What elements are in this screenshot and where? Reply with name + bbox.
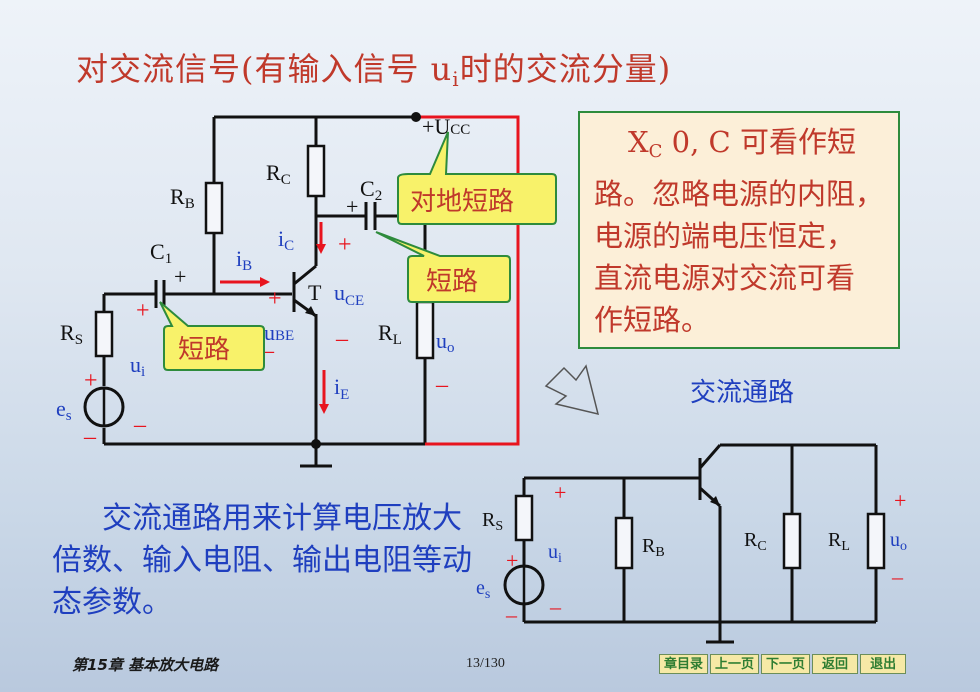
ui-plus: + <box>136 298 150 324</box>
svg-text:uo: uo <box>890 529 907 554</box>
svg-text:uo: uo <box>436 328 455 356</box>
c2-label: C <box>360 176 375 201</box>
nav-next-button[interactable]: 下一页 <box>761 654 811 674</box>
ube-label: u <box>264 320 275 345</box>
note-box: XC 0, C 可看作短 路。忽略电源的内阻， 电源的端电压恒定， 直流电源对交… <box>578 111 900 349</box>
rb-label: R <box>170 184 185 209</box>
nav-back-button[interactable]: 返回 <box>812 654 859 674</box>
ui-minus: – <box>133 412 147 438</box>
svg-text:RC: RC <box>266 160 291 188</box>
svg-text:–: – <box>891 564 904 589</box>
svg-text:+UCC: +UCC <box>422 114 470 139</box>
c2-plus: + <box>346 194 358 219</box>
nav-bar: 章目录 上一页 下一页 返回 退出 <box>659 654 907 674</box>
rc-label: R <box>266 160 281 185</box>
nav-chapter-toc-button[interactable]: 章目录 <box>659 654 709 674</box>
svg-text:es: es <box>476 577 490 602</box>
svg-text:–: – <box>505 602 518 627</box>
ic-label: i <box>278 226 284 251</box>
svg-text:+: + <box>554 480 566 505</box>
svg-text:RS: RS <box>482 509 503 534</box>
svg-text:uCE: uCE <box>334 280 364 309</box>
svg-text:RL: RL <box>378 320 402 348</box>
svg-text:iE: iE <box>334 374 349 403</box>
svg-text:RB: RB <box>170 184 195 212</box>
ib-label: i <box>236 246 242 271</box>
body-text: 交流通路用来计算电压放大倍数、输入电阻、输出电阻等动态参数。 <box>52 501 472 620</box>
ac-equivalent-circuit: RS RB RC RL ui es uo + + – – + – <box>476 443 907 644</box>
svg-text:RB: RB <box>642 535 665 560</box>
svg-text:短路: 短路 <box>178 335 230 364</box>
uce-label: u <box>334 280 345 305</box>
svg-text:ui: ui <box>548 541 562 566</box>
callout-short-c2: 短路 <box>375 231 511 303</box>
svg-text:uBE: uBE <box>264 320 294 345</box>
callout-short-c1: 短路 <box>159 301 265 371</box>
svg-text:短路: 短路 <box>426 267 478 296</box>
page-number: 13/130 <box>466 656 505 671</box>
svg-text:es: es <box>56 396 72 424</box>
rs-label: R <box>60 320 75 345</box>
uo-minus: – <box>435 372 449 398</box>
svg-text:RS: RS <box>60 320 83 348</box>
slide-title: 对交流信号(有输入信号 ui时的交流分量) <box>76 50 672 91</box>
c1-label: C <box>150 239 165 264</box>
ie-label: i <box>334 374 340 399</box>
svg-text:+: + <box>506 548 518 573</box>
ube-plus: + <box>268 286 282 312</box>
svg-text:iC: iC <box>278 226 294 254</box>
svg-text:C1: C1 <box>150 239 172 267</box>
c1-plus: + <box>174 264 186 289</box>
transition-arrow-icon <box>544 364 600 416</box>
svg-text:+: + <box>894 488 906 513</box>
svg-text:ui: ui <box>130 352 145 380</box>
svg-text:C2: C2 <box>360 176 382 204</box>
rl-label: R <box>378 320 393 345</box>
transistor-label: T <box>308 280 322 305</box>
callout-ground-short: 对地短路 <box>397 131 557 225</box>
uce-minus: – <box>335 326 349 352</box>
es-minus: – <box>83 424 97 450</box>
svg-text:RC: RC <box>744 529 767 554</box>
nav-exit-button[interactable]: 退出 <box>860 654 907 674</box>
ui-label: u <box>130 352 141 377</box>
es-plus: + <box>84 368 98 394</box>
es-label: e <box>56 396 66 421</box>
nav-prev-button[interactable]: 上一页 <box>710 654 760 674</box>
uo-label: u <box>436 328 447 353</box>
svg-text:–: – <box>549 594 562 619</box>
ucc-label: +U <box>422 114 450 139</box>
svg-text:RL: RL <box>828 529 850 554</box>
ac-path-caption: 交流通路 <box>690 378 795 408</box>
chapter-label: 第15章 基本放大电路 <box>72 656 219 674</box>
svg-text:iB: iB <box>236 246 252 274</box>
svg-text:对地短路: 对地短路 <box>410 187 514 216</box>
uce-plus: + <box>338 232 352 258</box>
